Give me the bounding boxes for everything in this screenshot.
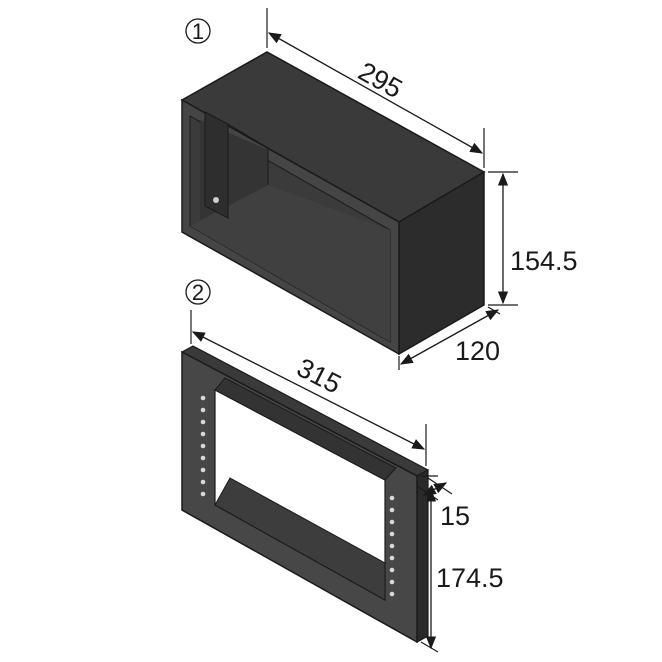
part-1-label: 1 xyxy=(185,18,211,44)
part-2-label: 2 xyxy=(185,279,211,305)
frame-height-label: 174.5 xyxy=(436,563,504,593)
frame-part xyxy=(180,345,430,644)
frame-length-label: 315 xyxy=(292,352,346,399)
part-2-number: 2 xyxy=(192,280,204,305)
frame-left-holes xyxy=(200,395,206,497)
box-length-label: 295 xyxy=(353,56,407,104)
box-dimension-depth: 120 xyxy=(398,306,501,370)
frame-dimension-height: 174.5 xyxy=(420,475,504,653)
box-depth-label: 120 xyxy=(455,336,500,366)
box-part xyxy=(180,51,486,356)
frame-right-holes xyxy=(389,495,395,597)
frame-inner-bottom-ledge xyxy=(214,477,386,601)
part-1-number: 1 xyxy=(192,19,204,44)
box-screw-hole xyxy=(213,197,219,203)
box-dimension-height: 154.5 xyxy=(488,171,578,306)
frame-side-edge xyxy=(416,468,429,644)
box-interior-floor xyxy=(190,185,390,342)
box-height-label: 154.5 xyxy=(510,246,578,276)
box-inner-bracket xyxy=(204,111,229,219)
frame-depth-label: 15 xyxy=(440,501,470,531)
